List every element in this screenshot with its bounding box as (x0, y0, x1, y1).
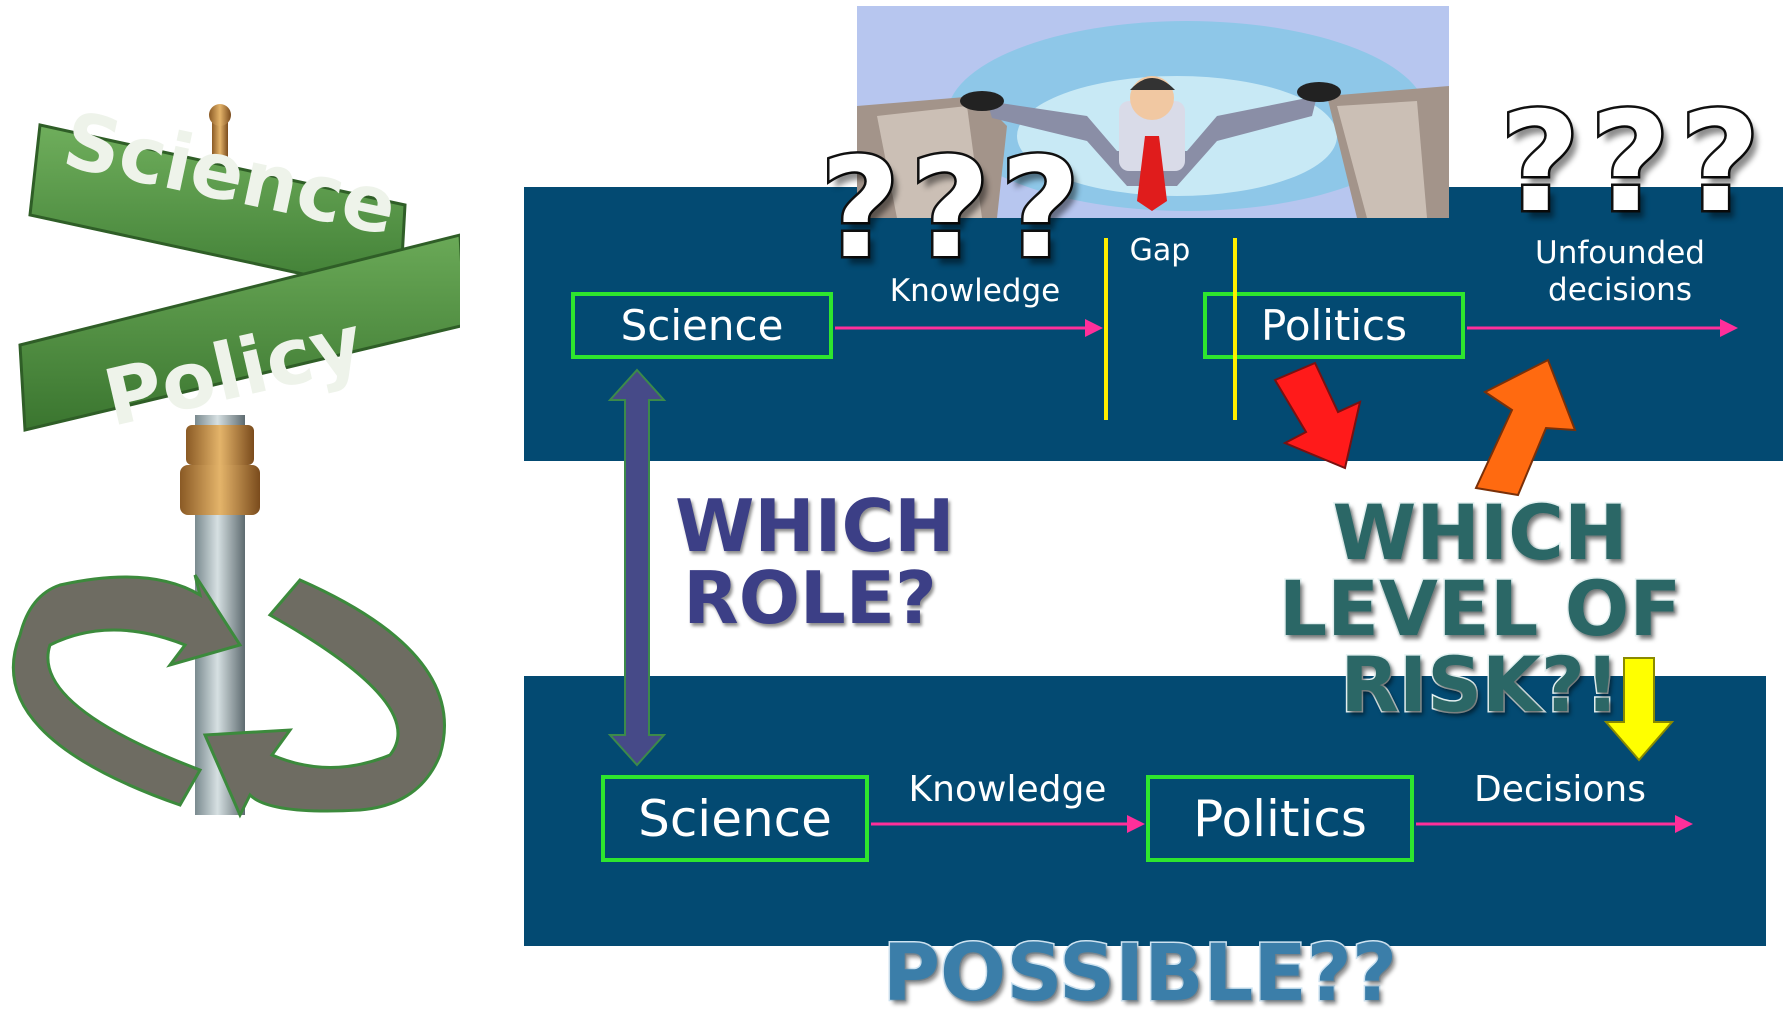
orange-up-arrow (1474, 358, 1577, 497)
top-science-label: Science (620, 301, 784, 350)
yellow-down-arrow (1603, 657, 1675, 762)
decisions-label: Decisions (1473, 769, 1647, 810)
gap-label: Gap (1129, 233, 1191, 268)
which-risk-line2: LEVEL OF (1277, 564, 1683, 653)
gap-jumper-clipart-icon (857, 6, 1449, 218)
which-role-line1: WHICH (674, 484, 956, 568)
cycle-arrows-icon (11, 574, 446, 819)
possible-callout: POSSIBLE?? (881, 929, 1398, 1019)
red-down-arrow (1273, 361, 1362, 470)
unfounded-decisions-label: Unfounded decisions (1535, 235, 1705, 309)
bottom-science-label: Science (638, 789, 832, 848)
top-politics-label: Politics (1261, 301, 1407, 350)
which-role-line2: ROLE? (682, 556, 937, 640)
which-role-callout: WHICH ROLE? (674, 484, 956, 640)
top-politics-box: Politics (1203, 292, 1465, 359)
bottom-politics-box: Politics (1146, 775, 1414, 862)
question-marks-left: ??? (817, 126, 1091, 292)
street-sign-icon: Science Policy (18, 96, 460, 815)
bottom-politics-label: Politics (1193, 789, 1367, 848)
which-risk-line1: WHICH (1331, 488, 1629, 577)
which-risk-line3: RISK?! (1339, 640, 1621, 729)
top-knowledge-label: Knowledge (889, 273, 1061, 309)
bottom-science-box: Science (601, 775, 869, 862)
role-double-arrow (607, 368, 667, 767)
top-diagram-panel (524, 187, 1783, 461)
which-risk-callout: WHICH LEVEL OF RISK?! (1270, 488, 1690, 729)
top-science-box: Science (571, 292, 833, 359)
bottom-knowledge-label: Knowledge (908, 769, 1107, 810)
bottom-diagram-panel (524, 676, 1766, 946)
question-marks-right: ??? (1497, 80, 1771, 246)
